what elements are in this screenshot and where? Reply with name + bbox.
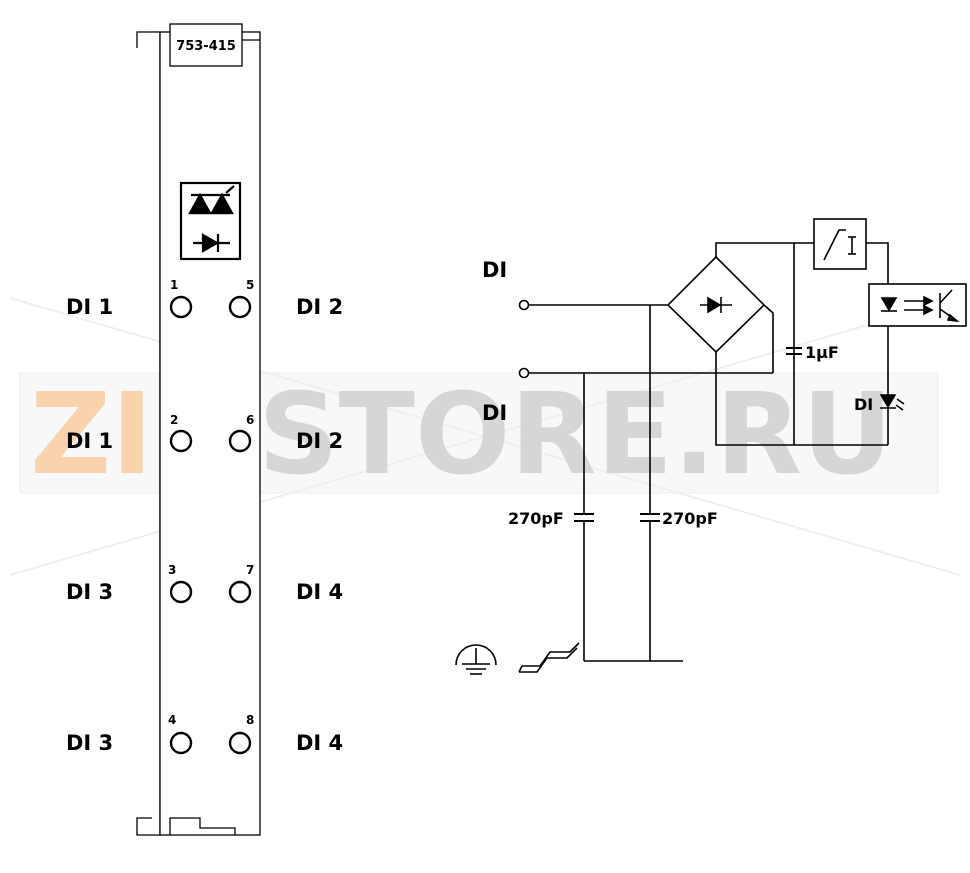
terminal-hole-4 bbox=[169, 731, 193, 755]
input-label-bottom: DI bbox=[482, 401, 507, 425]
bridge-return-wire bbox=[763, 304, 774, 373]
earth-ground-icon bbox=[455, 644, 497, 675]
status-led-icon bbox=[879, 394, 905, 411]
part-number: 753-415 bbox=[176, 39, 236, 54]
din-rail-icon bbox=[518, 642, 580, 673]
status-led-label: DI bbox=[854, 395, 873, 414]
terminal-label-3: DI 3 bbox=[66, 580, 113, 604]
terminal-label-2: DI 1 bbox=[66, 429, 113, 453]
watermark: ZIP STORE.RU bbox=[9, 297, 961, 576]
bridge-diode-icon bbox=[700, 296, 732, 314]
terminal-label-7: DI 4 bbox=[296, 580, 343, 604]
input-node-top bbox=[518, 299, 530, 311]
input-node-bottom bbox=[518, 367, 530, 379]
terminal-hole-6 bbox=[228, 429, 252, 453]
terminal-hole-2 bbox=[169, 429, 193, 453]
current-source-icon bbox=[823, 229, 856, 261]
terminal-number-2: 2 bbox=[170, 413, 178, 427]
rail-bottom bbox=[715, 352, 888, 446]
terminal-number-6: 6 bbox=[246, 413, 254, 427]
current-regulator-box bbox=[813, 218, 867, 270]
terminal-label-4: DI 3 bbox=[66, 731, 113, 755]
terminal-hole-1 bbox=[169, 295, 193, 319]
terminal-hole-7 bbox=[228, 580, 252, 604]
terminal-number-4: 4 bbox=[168, 713, 176, 727]
terminal-label-6: DI 2 bbox=[296, 429, 343, 453]
cap-smoothing-value: 1µF bbox=[805, 343, 839, 362]
diode-symbol-icon bbox=[179, 181, 242, 261]
rail-top bbox=[715, 242, 814, 257]
terminal-number-7: 7 bbox=[246, 563, 254, 577]
terminal-label-8: DI 4 bbox=[296, 731, 343, 755]
terminal-number-3: 3 bbox=[168, 563, 176, 577]
terminal-hole-8 bbox=[228, 731, 252, 755]
module-bottom-latch bbox=[169, 817, 236, 835]
terminal-number-5: 5 bbox=[246, 278, 254, 292]
terminal-label-1: DI 1 bbox=[66, 295, 113, 319]
part-number-box bbox=[169, 23, 243, 67]
terminal-hole-3 bbox=[169, 580, 193, 604]
watermark-store: STORE.RU bbox=[258, 370, 893, 500]
cap-filter-left-value: 270pF bbox=[508, 509, 564, 528]
terminal-label-5: DI 2 bbox=[296, 295, 343, 319]
input-label-top: DI bbox=[482, 258, 507, 282]
optocoupler-icon bbox=[880, 289, 960, 323]
cap-filter-right-value: 270pF bbox=[662, 509, 718, 528]
terminal-number-1: 1 bbox=[170, 278, 178, 292]
terminal-number-8: 8 bbox=[246, 713, 254, 727]
terminal-hole-5 bbox=[228, 295, 252, 319]
terminals: 1 2 3 4 5 6 7 8 bbox=[168, 278, 254, 755]
regulator-to-coupler bbox=[866, 242, 889, 284]
